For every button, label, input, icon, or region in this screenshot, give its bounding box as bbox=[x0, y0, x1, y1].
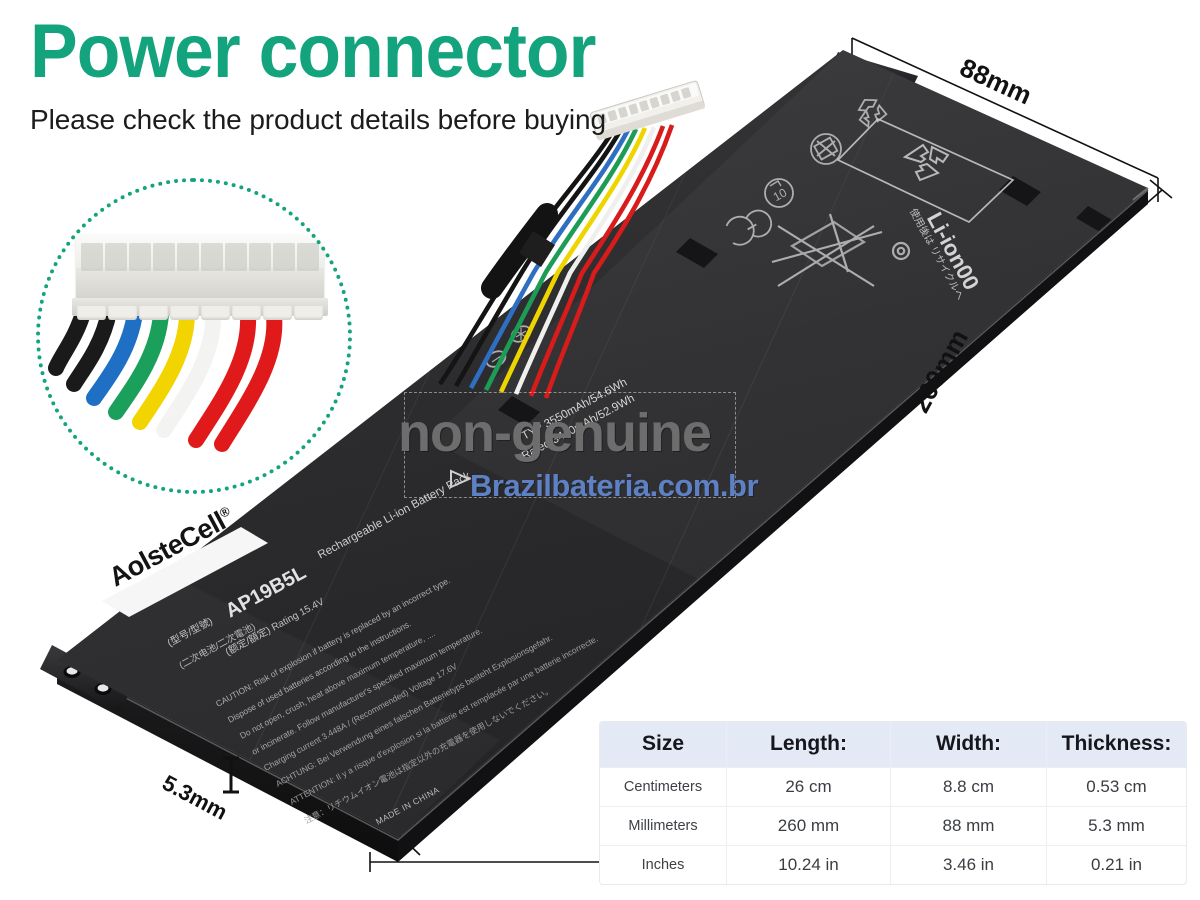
cell-in-length: 10.24 in bbox=[726, 845, 891, 884]
table-header-row: Size Length: Width: Thickness: bbox=[600, 722, 1186, 768]
thickness-arrow-icon bbox=[223, 756, 239, 794]
cable-harness bbox=[438, 124, 675, 399]
dimension-table: Size Length: Width: Thickness: Centimete… bbox=[600, 722, 1186, 884]
table-header-thickness: Thickness: bbox=[1046, 722, 1186, 768]
cell-mm-width: 88 mm bbox=[890, 806, 1047, 846]
table-row: Inches 10.24 in 3.46 in 0.21 in bbox=[600, 845, 1186, 884]
li-ion-recycle-mark bbox=[836, 117, 1015, 224]
cell-mm-length: 260 mm bbox=[726, 806, 891, 846]
cell-cm-thickness: 0.53 cm bbox=[1046, 767, 1186, 807]
table-header-width: Width: bbox=[890, 722, 1047, 768]
page-title: Power connector bbox=[30, 9, 596, 94]
row-unit-inches: Inches bbox=[600, 845, 727, 884]
battery-made-in: MADE IN CHINA bbox=[374, 784, 442, 827]
row-unit-millimeters: Millimeters bbox=[600, 806, 727, 846]
page-subtitle: Please check the product details before … bbox=[30, 104, 606, 135]
brand-text: AolsteCell® bbox=[104, 503, 233, 593]
connector-callout-circle bbox=[36, 178, 352, 494]
row-unit-centimeters: Centimeters bbox=[600, 767, 727, 807]
mounting-tab-top-right bbox=[828, 52, 918, 96]
cell-cm-width: 8.8 cm bbox=[890, 767, 1047, 807]
table-row: Centimeters 26 cm 8.8 cm 0.53 cm bbox=[600, 767, 1186, 807]
length-dimension-label: 260mm bbox=[904, 324, 974, 418]
table-header-size: Size bbox=[600, 722, 727, 768]
play-triangle-icon bbox=[450, 469, 472, 489]
svg-text:10: 10 bbox=[771, 185, 790, 204]
table-row: Millimeters 260 mm 88 mm 5.3 mm bbox=[600, 806, 1186, 846]
watermark-frame bbox=[404, 392, 736, 498]
watermark-non-genuine: non-genuine bbox=[398, 403, 712, 463]
table-header-length: Length: bbox=[726, 722, 891, 768]
cell-in-thickness: 0.21 in bbox=[1046, 845, 1186, 884]
cell-mm-thickness: 5.3 mm bbox=[1046, 806, 1186, 846]
mounting-tab-bottom-left bbox=[40, 645, 132, 712]
cell-cm-length: 26 cm bbox=[726, 767, 891, 807]
watermark-site: Brazilbateria.com.br bbox=[470, 468, 759, 503]
connector-plug bbox=[590, 80, 705, 141]
width-dimension-label: 88mm bbox=[955, 52, 1037, 111]
cell-in-width: 3.46 in bbox=[890, 845, 1047, 884]
